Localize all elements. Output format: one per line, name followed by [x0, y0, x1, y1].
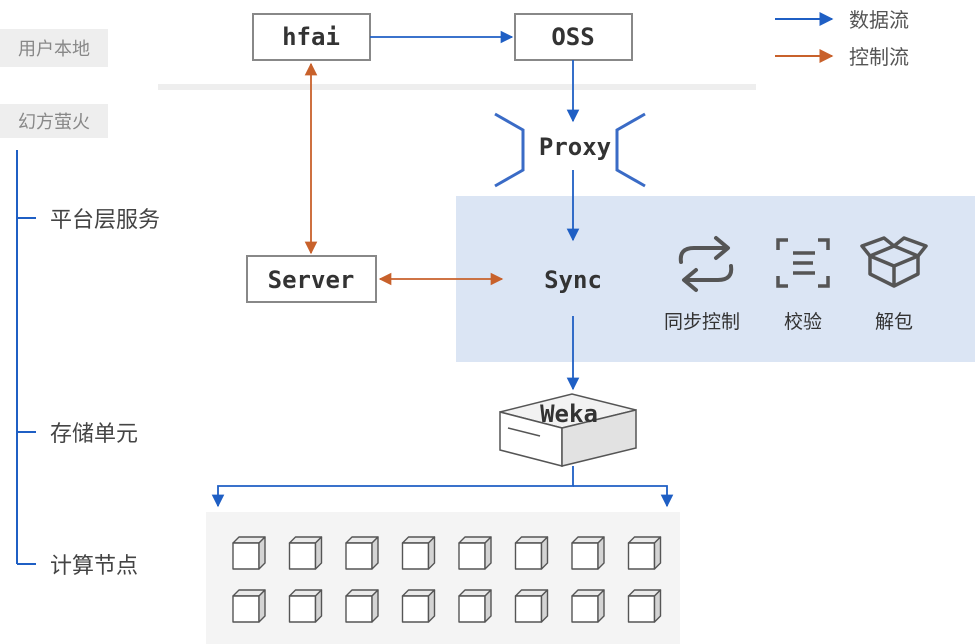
cube-icon [288, 536, 323, 570]
cube-icon [401, 589, 436, 623]
compute-cube-grid [232, 536, 662, 623]
node-hfai-label: hfai [282, 23, 340, 51]
sync-feature-unpack-label: 解包 [875, 311, 913, 333]
node-weka-label: Weka [540, 400, 598, 428]
layer-label-storage-unit: 存储单元 [50, 422, 138, 447]
node-server: Server [246, 255, 377, 303]
node-proxy-label: Proxy [539, 133, 611, 161]
cube-icon [571, 536, 605, 570]
cube-icon [458, 589, 492, 623]
proxy-right-bracket [615, 112, 646, 188]
cube-icon [514, 536, 549, 570]
cube-icon [627, 589, 662, 623]
legend-data-flow-label: 数据流 [849, 8, 909, 32]
layer-label-user-local: 用户本地 [0, 29, 108, 67]
node-hfai: hfai [252, 13, 371, 61]
flow-weka-to-compute-left [211, 466, 574, 508]
cube-icon [627, 536, 662, 570]
node-oss: OSS [514, 13, 633, 61]
node-weka: Weka [499, 393, 637, 467]
scan-check-icon [776, 238, 830, 288]
cube-icon [401, 536, 436, 570]
sync-feature-verify-label: 校验 [784, 311, 822, 333]
layer-label-hf-platform-text: 幻方萤火 [18, 112, 90, 133]
sync-arrows-icon [678, 236, 734, 292]
node-proxy: Proxy [494, 112, 646, 188]
cube-icon [514, 589, 549, 623]
cube-icon [345, 589, 379, 623]
layer-label-hf-platform: 幻方萤火 [0, 104, 108, 138]
proxy-left-bracket [494, 112, 525, 188]
layer-label-user-local-text: 用户本地 [18, 39, 90, 60]
layer-tree [16, 150, 36, 565]
legend-control-flow-label: 控制流 [849, 45, 909, 69]
layer-label-compute-node: 计算节点 [50, 554, 138, 579]
legend: 数据流 控制流 [775, 8, 909, 69]
node-sync-label: Sync [544, 266, 602, 294]
user-local-separator [158, 84, 756, 90]
node-server-label: Server [268, 266, 355, 294]
open-box-icon [860, 236, 928, 288]
sync-feature-sync-control-label: 同步控制 [664, 311, 740, 333]
cube-icon [458, 536, 492, 570]
cube-icon [232, 589, 266, 623]
cube-icon [288, 589, 323, 623]
compute-node-panel [206, 512, 680, 644]
cube-icon [232, 536, 266, 570]
layer-label-platform-service: 平台层服务 [50, 208, 160, 233]
flow-weka-to-compute-right [573, 485, 674, 508]
node-oss-label: OSS [551, 23, 594, 51]
cube-icon [345, 536, 379, 570]
cube-icon [571, 589, 605, 623]
